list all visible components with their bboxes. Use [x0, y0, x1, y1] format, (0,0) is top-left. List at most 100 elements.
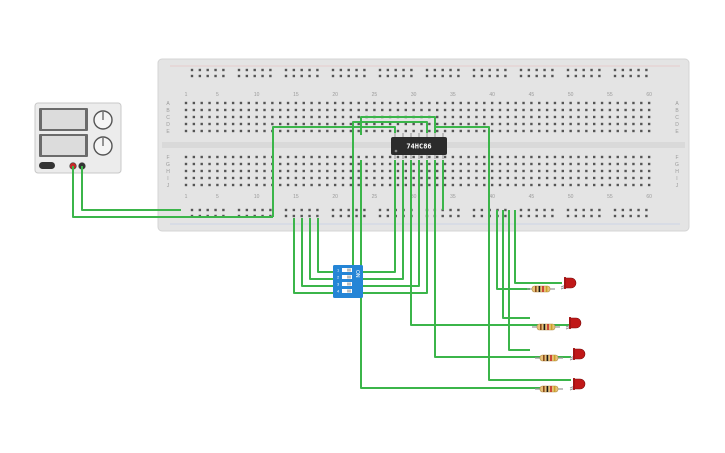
hole[interactable]: [443, 115, 447, 119]
rail-hole[interactable]: [206, 74, 209, 78]
hole[interactable]: [467, 122, 470, 126]
hole[interactable]: [585, 108, 588, 112]
hole[interactable]: [200, 155, 203, 159]
hole[interactable]: [263, 169, 266, 173]
hole[interactable]: [396, 183, 400, 187]
hole[interactable]: [451, 129, 455, 133]
rail-hole[interactable]: [402, 74, 405, 78]
rail-hole[interactable]: [198, 68, 202, 72]
hole[interactable]: [216, 169, 219, 173]
hole[interactable]: [302, 129, 305, 133]
hole[interactable]: [600, 101, 604, 105]
hole[interactable]: [640, 108, 643, 112]
rail-hole[interactable]: [300, 68, 303, 72]
hole[interactable]: [208, 115, 211, 119]
hole[interactable]: [530, 183, 533, 187]
rail-hole[interactable]: [496, 68, 499, 72]
hole[interactable]: [294, 115, 298, 119]
hole[interactable]: [200, 129, 203, 133]
rail-hole[interactable]: [222, 68, 225, 72]
hole[interactable]: [561, 155, 564, 159]
rail-hole[interactable]: [488, 74, 491, 78]
hole[interactable]: [506, 176, 510, 180]
rail-hole[interactable]: [386, 208, 390, 212]
hole[interactable]: [443, 162, 447, 166]
rail-hole[interactable]: [386, 214, 390, 218]
hole[interactable]: [349, 176, 353, 180]
hole[interactable]: [318, 183, 321, 187]
hole[interactable]: [506, 101, 510, 105]
hole[interactable]: [436, 129, 439, 133]
rail-hole[interactable]: [598, 74, 601, 78]
hole[interactable]: [286, 162, 290, 166]
hole[interactable]: [608, 169, 612, 173]
hole[interactable]: [388, 183, 392, 187]
hole[interactable]: [357, 122, 360, 126]
hole[interactable]: [247, 108, 250, 112]
hole[interactable]: [428, 162, 431, 166]
hole[interactable]: [483, 108, 486, 112]
rail-hole[interactable]: [551, 214, 554, 218]
hole[interactable]: [569, 129, 572, 133]
hole[interactable]: [310, 169, 313, 173]
hole[interactable]: [302, 155, 305, 159]
hole[interactable]: [357, 115, 360, 119]
hole[interactable]: [640, 155, 643, 159]
hole[interactable]: [538, 129, 541, 133]
hole[interactable]: [616, 162, 619, 166]
hole[interactable]: [396, 169, 400, 173]
rail-hole[interactable]: [472, 74, 476, 78]
rail-hole[interactable]: [300, 208, 303, 212]
hole[interactable]: [192, 115, 196, 119]
hole[interactable]: [593, 155, 596, 159]
hole[interactable]: [302, 122, 305, 126]
hole[interactable]: [216, 176, 219, 180]
hole[interactable]: [326, 162, 329, 166]
hole[interactable]: [467, 155, 470, 159]
hole[interactable]: [553, 183, 557, 187]
hole[interactable]: [239, 155, 243, 159]
hole[interactable]: [239, 108, 243, 112]
rail-hole[interactable]: [457, 74, 460, 78]
hole[interactable]: [640, 129, 643, 133]
hole[interactable]: [459, 122, 462, 126]
hole[interactable]: [545, 122, 549, 126]
hole[interactable]: [428, 155, 431, 159]
hole[interactable]: [200, 183, 203, 187]
hole[interactable]: [593, 183, 596, 187]
hole[interactable]: [420, 176, 423, 180]
resistor[interactable]: [527, 285, 555, 293]
hole[interactable]: [412, 129, 415, 133]
hole[interactable]: [357, 155, 360, 159]
hole[interactable]: [381, 162, 384, 166]
hole[interactable]: [231, 162, 235, 166]
hole[interactable]: [310, 108, 313, 112]
rail-hole[interactable]: [472, 68, 476, 72]
hole[interactable]: [279, 176, 282, 180]
hole[interactable]: [255, 129, 258, 133]
hole[interactable]: [420, 162, 423, 166]
hole[interactable]: [224, 108, 227, 112]
rail-hole[interactable]: [308, 68, 311, 72]
hole[interactable]: [577, 122, 580, 126]
hole[interactable]: [263, 155, 266, 159]
hole[interactable]: [224, 183, 227, 187]
hole[interactable]: [373, 101, 376, 105]
hole[interactable]: [310, 176, 313, 180]
hole[interactable]: [318, 122, 321, 126]
rail-hole[interactable]: [433, 74, 437, 78]
hole[interactable]: [388, 129, 392, 133]
hole[interactable]: [483, 162, 486, 166]
hole[interactable]: [239, 122, 243, 126]
hole[interactable]: [231, 129, 235, 133]
rail-hole[interactable]: [190, 68, 194, 72]
hole[interactable]: [208, 129, 211, 133]
hole[interactable]: [326, 169, 329, 173]
hole[interactable]: [224, 169, 227, 173]
rail-hole[interactable]: [566, 208, 570, 212]
hole[interactable]: [302, 115, 305, 119]
hole[interactable]: [279, 115, 282, 119]
hole[interactable]: [184, 183, 188, 187]
hole[interactable]: [412, 169, 415, 173]
hole[interactable]: [608, 155, 612, 159]
